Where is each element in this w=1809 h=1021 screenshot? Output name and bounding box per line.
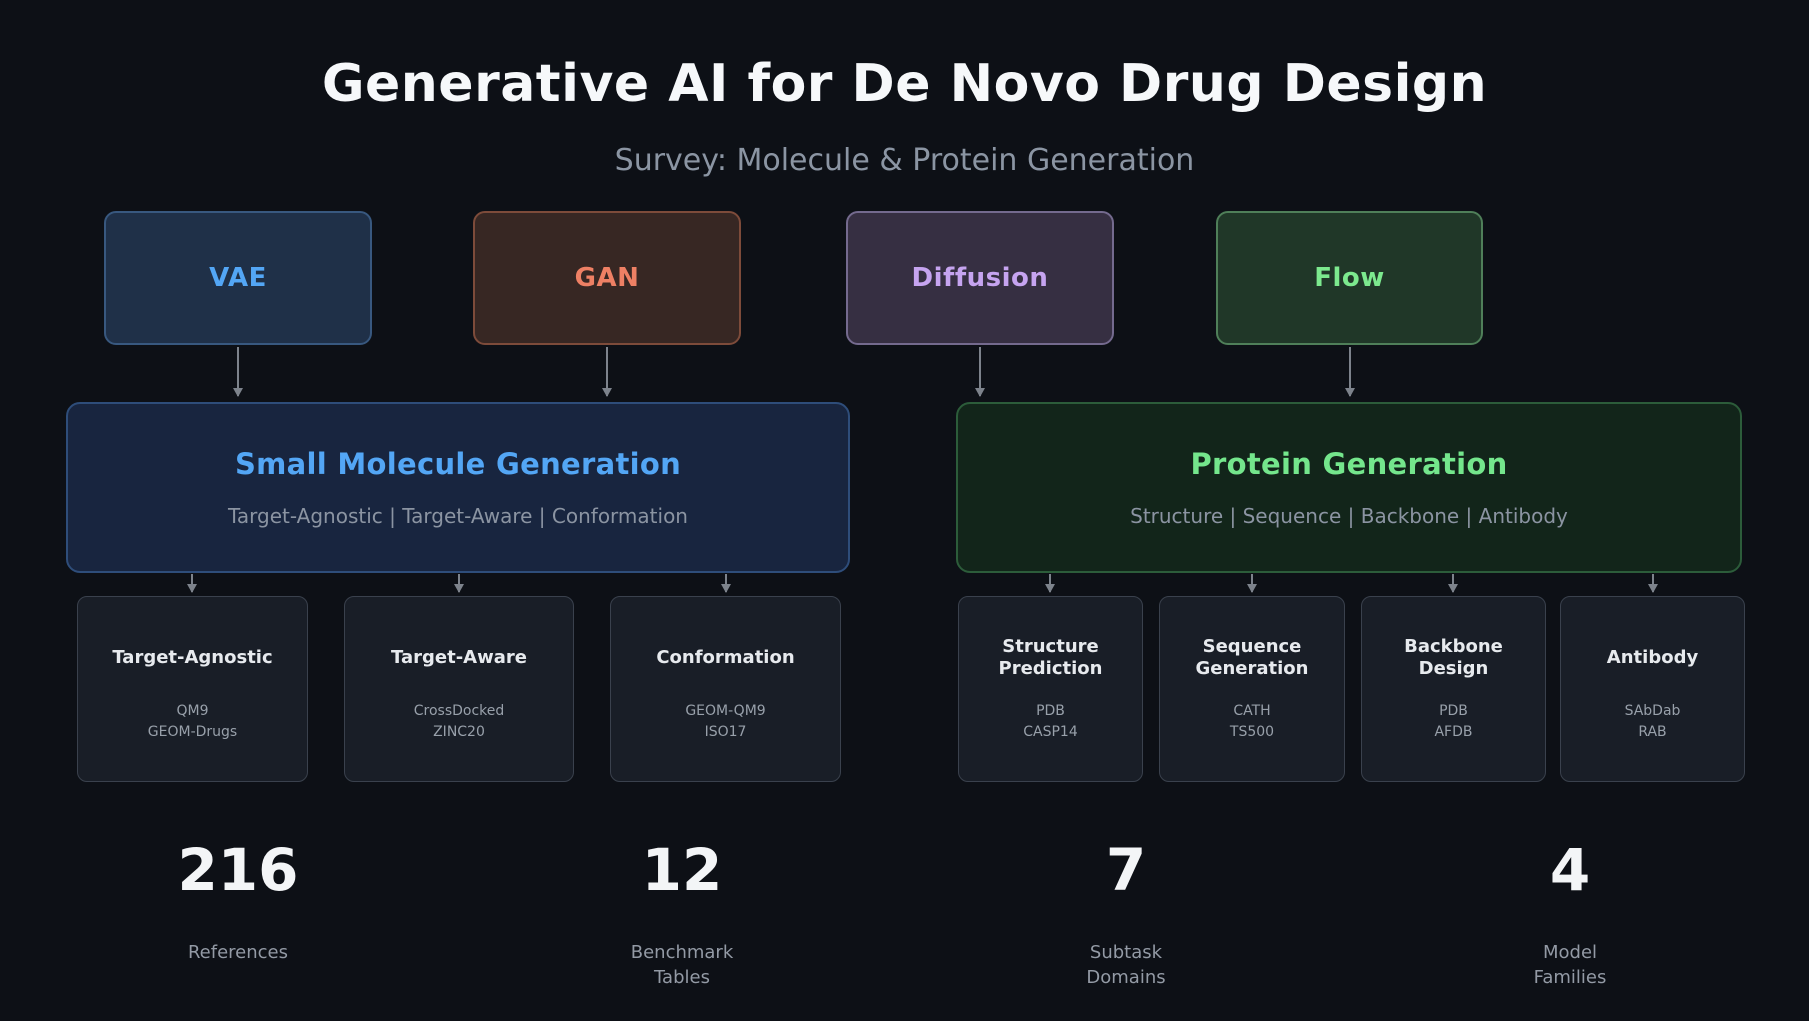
model-family-label-vae: VAE bbox=[209, 263, 267, 293]
subtask-title: Target-Aware bbox=[391, 646, 527, 668]
domain-subtitle: Target-Agnostic | Target-Aware | Conform… bbox=[228, 504, 688, 528]
model-family-box-flow: Flow bbox=[1216, 211, 1483, 345]
model-family-label-flow: Flow bbox=[1314, 263, 1385, 293]
stat-subtask-domains: 7 Subtask Domains bbox=[904, 836, 1348, 990]
subtask-title: Backbone Design bbox=[1404, 635, 1503, 680]
dataset-name: PDB bbox=[1036, 703, 1065, 719]
model-family-label-diffusion: Diffusion bbox=[911, 263, 1049, 293]
stat-value: 7 bbox=[1105, 836, 1147, 904]
dataset-name: QM9 bbox=[176, 703, 209, 719]
dataset-name: CrossDocked bbox=[413, 703, 505, 719]
dataset-name: GEOM-Drugs bbox=[147, 724, 238, 740]
domain-subtitle: Structure | Sequence | Backbone | Antibo… bbox=[1130, 504, 1568, 528]
subtask-box-target-agnostic: Target-Agnostic QM9 GEOM-Drugs bbox=[77, 596, 308, 782]
stat-label: Benchmark Tables bbox=[630, 942, 734, 989]
stat-value: 4 bbox=[1549, 836, 1591, 904]
subtask-datasets: PDB AFDB bbox=[1434, 701, 1472, 743]
page-subtitle: Survey: Molecule & Protein Generation bbox=[614, 143, 1195, 178]
dataset-name: AFDB bbox=[1434, 724, 1473, 740]
page-title: Generative AI for De Novo Drug Design bbox=[321, 54, 1488, 114]
subtask-title: Structure Prediction bbox=[998, 635, 1103, 680]
stat-value: 12 bbox=[641, 836, 723, 904]
subtask-box-target-aware: Target-Aware CrossDocked ZINC20 bbox=[344, 596, 574, 782]
stats-row: 216 References 12 Benchmark Tables 7 Sub… bbox=[16, 836, 1792, 990]
stat-value: 216 bbox=[177, 836, 299, 904]
subtask-box-structure-prediction: Structure Prediction PDB CASP14 bbox=[958, 596, 1143, 782]
domain-box-small-molecule-generation: Small Molecule Generation Target-Agnosti… bbox=[66, 402, 850, 573]
subtask-title: Target-Agnostic bbox=[112, 646, 273, 668]
domain-title: Small Molecule Generation bbox=[234, 447, 682, 481]
stat-benchmark-tables: 12 Benchmark Tables bbox=[460, 836, 904, 990]
dataset-name: ZINC20 bbox=[433, 724, 485, 740]
dataset-name: CASP14 bbox=[1023, 724, 1078, 740]
dataset-name: SAbDab bbox=[1624, 703, 1681, 719]
model-family-box-gan: GAN bbox=[473, 211, 741, 345]
stat-model-families: 4 Model Families bbox=[1348, 836, 1792, 990]
stat-label: Subtask Domains bbox=[1086, 942, 1166, 989]
model-family-box-vae: VAE bbox=[104, 211, 372, 345]
domain-title: Protein Generation bbox=[1190, 447, 1508, 481]
subtask-datasets: SAbDab RAB bbox=[1625, 701, 1681, 743]
dataset-name: ISO17 bbox=[704, 724, 747, 740]
dataset-name: GEOM-QM9 bbox=[685, 703, 766, 719]
dataset-name: TS500 bbox=[1229, 724, 1275, 740]
subtask-box-sequence-generation: Sequence Generation CATH TS500 bbox=[1159, 596, 1345, 782]
stat-label: References bbox=[187, 942, 289, 963]
subtask-datasets: GEOM-QM9 ISO17 bbox=[685, 701, 765, 743]
domain-box-protein-generation: Protein Generation Structure | Sequence … bbox=[956, 402, 1742, 573]
dataset-name: PDB bbox=[1439, 703, 1468, 719]
model-family-label-gan: GAN bbox=[574, 263, 640, 293]
subtask-title: Antibody bbox=[1606, 646, 1699, 668]
subtask-box-backbone-design: Backbone Design PDB AFDB bbox=[1361, 596, 1546, 782]
subtask-datasets: CrossDocked ZINC20 bbox=[414, 701, 505, 743]
dataset-name: CATH bbox=[1233, 703, 1271, 719]
stat-label: Model Families bbox=[1533, 942, 1607, 989]
subtask-datasets: CATH TS500 bbox=[1230, 701, 1274, 743]
stat-references: 216 References bbox=[16, 836, 460, 990]
subtask-box-antibody: Antibody SAbDab RAB bbox=[1560, 596, 1745, 782]
subtask-box-conformation: Conformation GEOM-QM9 ISO17 bbox=[610, 596, 841, 782]
model-family-box-diffusion: Diffusion bbox=[846, 211, 1114, 345]
subtask-datasets: PDB CASP14 bbox=[1023, 701, 1078, 743]
subtask-title: Conformation bbox=[656, 646, 795, 668]
subtask-title: Sequence Generation bbox=[1195, 635, 1309, 680]
dataset-name: RAB bbox=[1638, 724, 1667, 740]
subtask-datasets: QM9 GEOM-Drugs bbox=[148, 701, 237, 743]
